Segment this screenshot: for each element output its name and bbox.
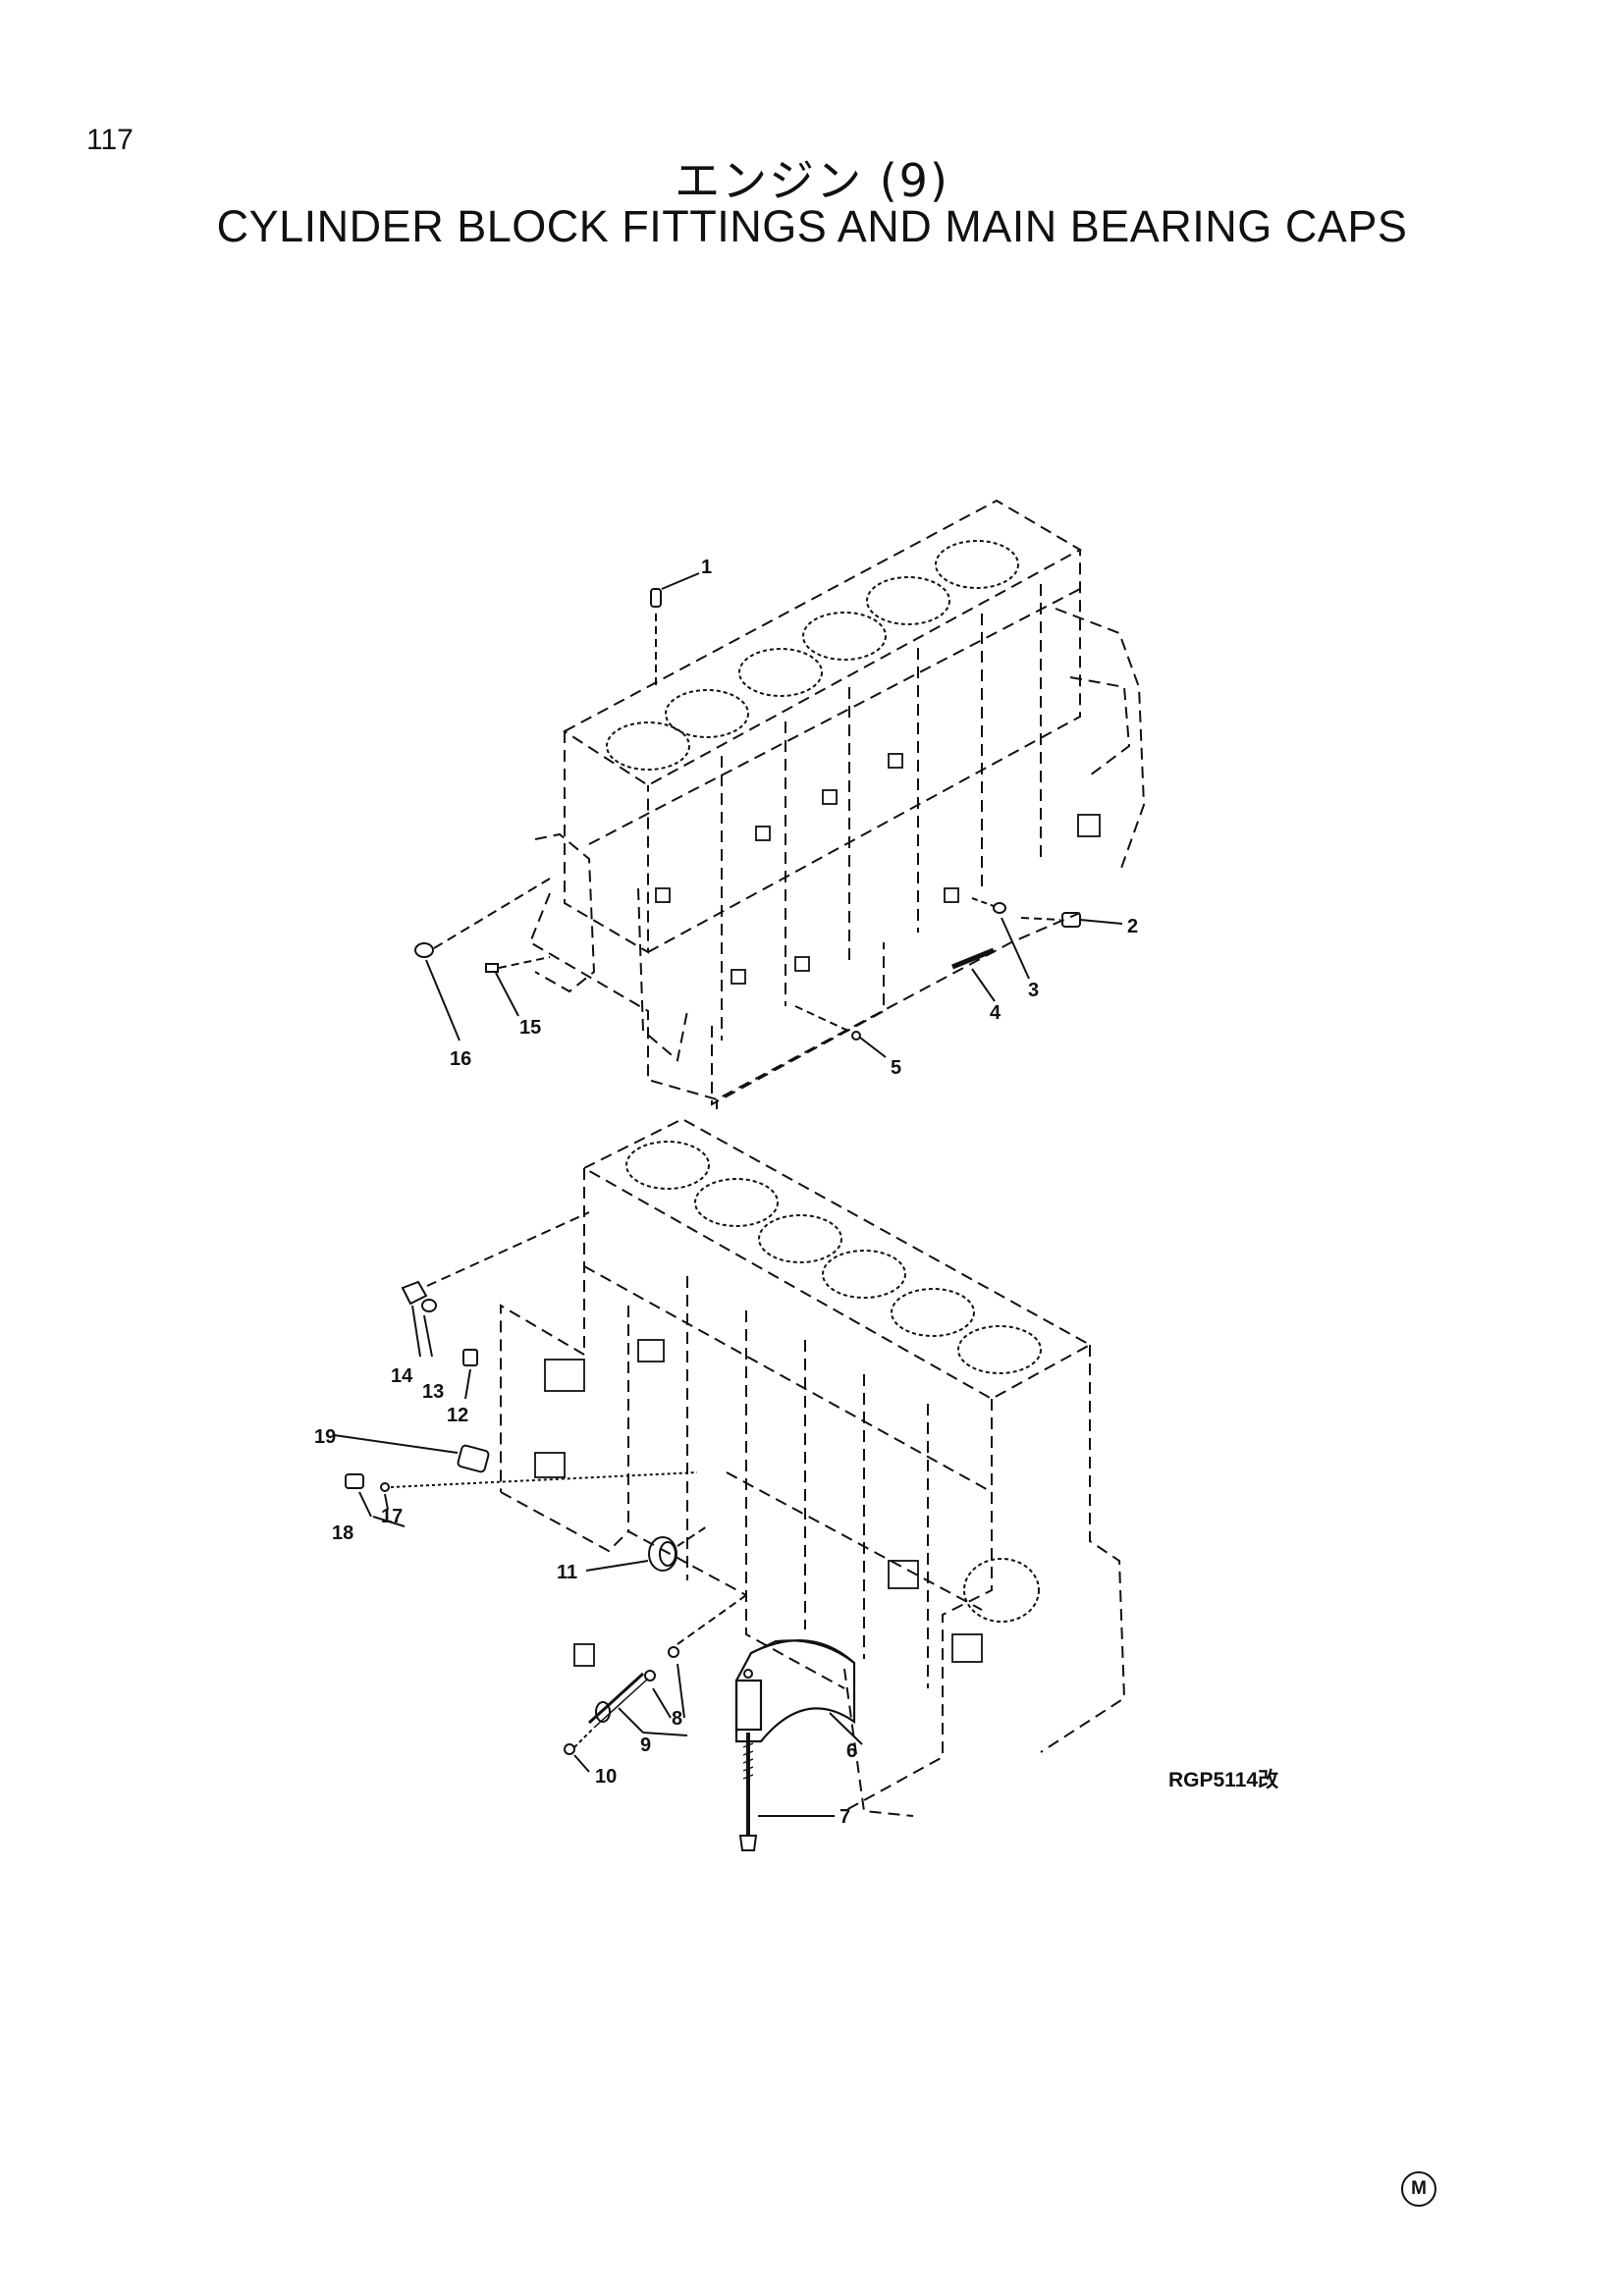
callout-17: 17 [381,1506,403,1527]
callout-3: 3 [1028,980,1039,1001]
callout-1: 1 [701,557,712,578]
callout-7: 7 [839,1806,850,1828]
callout-13: 13 [422,1381,444,1403]
callout-11: 11 [557,1562,577,1583]
lower-cylinder-bores [625,1141,1042,1623]
title-japanese: エンジン (9) [675,154,949,207]
title-english: CYLINDER BLOCK FITTINGS AND MAIN BEARING… [216,201,1408,251]
lower-parts [333,1211,863,1851]
callout-labels: 1 2 3 4 5 6 7 8 9 10 11 12 13 14 15 16 1… [314,557,1138,1828]
lower-cylinder-block [500,1117,1126,1817]
upper-cylinder-bores [606,540,1019,771]
callout-10: 10 [595,1766,617,1788]
callout-4: 4 [990,1002,1001,1024]
upper-block-bosses [655,753,1101,985]
lower-block-bosses [534,1339,983,1667]
callout-16: 16 [450,1048,471,1070]
callout-9: 9 [640,1735,651,1756]
callout-19: 19 [314,1426,336,1448]
upper-cylinder-block [528,499,1146,1109]
corner-mark: M [1401,2171,1436,2207]
callout-6: 6 [846,1740,857,1762]
callout-5: 5 [891,1057,901,1079]
callout-8: 8 [672,1708,682,1730]
figure-code: RGP5114改 [1168,1769,1279,1791]
callout-2: 2 [1127,916,1138,937]
callout-12: 12 [447,1405,468,1426]
callout-18: 18 [332,1522,353,1544]
upper-parts [414,572,1123,1058]
page-number: 117 [86,124,134,156]
callout-15: 15 [519,1017,541,1039]
callout-14: 14 [391,1365,413,1387]
